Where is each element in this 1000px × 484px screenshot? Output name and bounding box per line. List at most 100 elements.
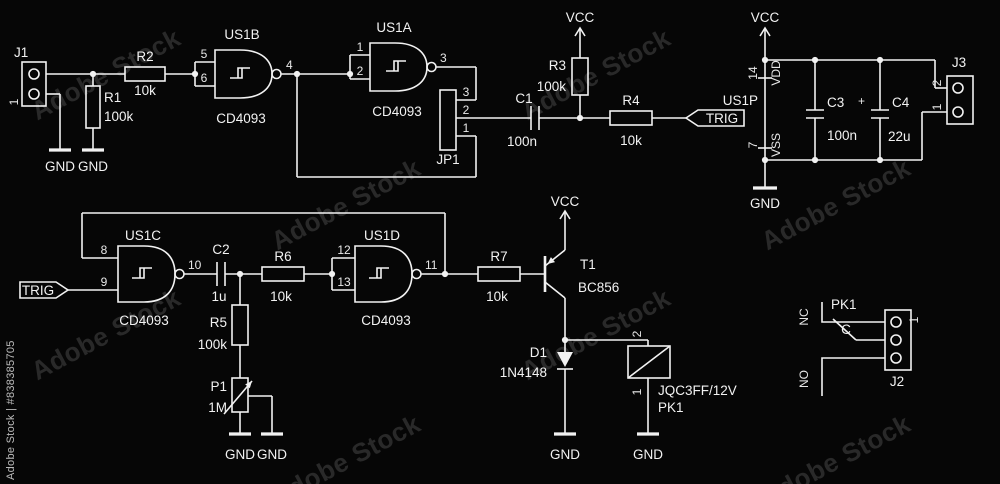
potentiometer-p1: P1 1M (208, 377, 253, 415)
junction-dot (761, 156, 769, 164)
label-r6-ref: R6 (274, 249, 291, 264)
connector-pin (28, 88, 40, 100)
label-c4-ref: C4 (892, 95, 910, 110)
resistor-r3: R3 100k (537, 57, 589, 96)
label-j2-pin1: 1 (907, 316, 921, 323)
label-r7-value: 10k (486, 289, 508, 304)
connector-pin (28, 68, 40, 80)
watermark-credit: Adobe Stock | #838385705 (5, 340, 17, 480)
label-us1d-pin12: 12 (337, 243, 351, 257)
label-r1-value: 100k (104, 109, 134, 124)
connector-j1: J1 1 (7, 45, 47, 107)
nand-gate-us1a: US1A CD4093 1 2 3 (357, 20, 447, 119)
gnd-symbol: GND (750, 186, 780, 211)
wire (821, 357, 885, 396)
label-gnd: GND (257, 447, 287, 462)
label-jp1-pin3: 3 (463, 85, 470, 99)
inverter-bubble (271, 68, 282, 80)
label-j3-pin2: 2 (930, 79, 944, 86)
ic-power-us1p: 14 VDD US1P 7 VSS (723, 60, 783, 157)
connector-body (884, 309, 912, 371)
wire (821, 302, 885, 323)
label-j3-ref: J3 (952, 55, 966, 70)
emitter-arrowhead (547, 257, 555, 264)
label-gnd: GND (225, 447, 255, 462)
relay-coil-pk1: 2 1 JQC3FF/12V PK1 (627, 330, 737, 415)
label-vcc: VCC (566, 10, 595, 25)
resistor-r7: R7 10k (477, 249, 521, 304)
gate-body (354, 245, 413, 303)
label-us1p-pin7: 7 (746, 141, 760, 148)
label-us1b-pin6: 6 (201, 71, 208, 85)
resistor-r6: R6 10k (261, 249, 305, 304)
nand-gate-us1c: US1C CD4093 8 9 10 (101, 228, 202, 328)
connector-j3: J3 2 1 (930, 55, 974, 125)
gnd-symbol: GND (550, 432, 580, 462)
wire (832, 318, 857, 341)
relay-contacts-pk1: PK1 NC C NO (797, 297, 857, 388)
connector-pin (952, 82, 964, 94)
vcc-symbol: VCC (551, 194, 579, 220)
vcc-arrow-icon (574, 26, 586, 37)
label-r2-ref: R2 (136, 49, 153, 64)
label-c4-polarity: + (858, 94, 865, 108)
capacitor-c1: C1 100n (507, 91, 540, 149)
label-contact-no: NO (797, 370, 811, 388)
watermark-text: Adobe Stock (756, 152, 915, 256)
label-r5-ref: R5 (210, 315, 227, 330)
label-us1p-vss: VSS (769, 133, 783, 157)
nand-gate-us1b: US1B CD4093 5 6 4 (201, 27, 293, 126)
label-us1d-pin11: 11 (425, 258, 438, 272)
junction-dot (236, 270, 244, 278)
label-p1-ref: P1 (210, 379, 227, 394)
inverter-bubble (426, 61, 437, 73)
wiper-arrowhead (245, 381, 252, 389)
connector-body (21, 61, 47, 107)
resistor-body (571, 57, 589, 96)
junction-dot (561, 336, 569, 344)
jumper-body (439, 89, 457, 151)
vcc-arrow-icon (759, 26, 771, 37)
connector-body (946, 75, 974, 125)
label-gnd: GND (633, 447, 663, 462)
label-c3-value: 100n (827, 128, 857, 143)
label-j2-ref: J2 (890, 374, 904, 389)
connector-pin (952, 106, 964, 118)
label-relay-pin2: 2 (630, 330, 644, 337)
label-us1a-part: CD4093 (372, 104, 422, 119)
gnd-symbol: GND (257, 432, 287, 462)
label-gnd: GND (550, 447, 580, 462)
label-r3-ref: R3 (549, 58, 566, 73)
capacitor-c4: + C4 22u (858, 94, 911, 144)
junction-dot (191, 70, 199, 78)
connector-pin (890, 316, 902, 328)
label-r7-ref: R7 (490, 249, 507, 264)
relay-coil-body (627, 345, 671, 379)
label-us1c-pin9: 9 (101, 275, 108, 289)
schmitt-hysteresis-icon (369, 267, 389, 279)
resistor-body (231, 304, 249, 346)
net-flag-trig-out: TRIG (684, 109, 745, 127)
connector-pin (890, 352, 902, 364)
net-flag-trig-in: TRIG (19, 281, 70, 299)
resistor-r2: R2 10k (124, 49, 166, 98)
net-flag-shape (684, 109, 745, 127)
label-p1-value: 1M (208, 400, 227, 415)
junction-dots (89, 56, 884, 344)
watermark-text: Adobe Stock (516, 282, 675, 386)
wiper-arrow (223, 380, 253, 415)
watermark-text: Adobe Stock (756, 408, 915, 484)
label-us1c-pin10: 10 (188, 258, 202, 272)
connector-pin (890, 334, 902, 346)
label-t1-ref: T1 (580, 257, 596, 272)
schmitt-hysteresis-icon (386, 60, 406, 72)
label-us1c-part: CD4093 (119, 313, 169, 328)
potentiometer-body (231, 377, 249, 413)
label-c1-ref: C1 (515, 91, 532, 106)
label-j1-ref: J1 (14, 45, 28, 60)
label-contacts-ref: PK1 (831, 297, 857, 312)
label-r2-value: 10k (134, 83, 156, 98)
label-d1-ref: D1 (530, 345, 547, 360)
label-c4-value: 22u (888, 129, 911, 144)
transistor-collector (544, 281, 566, 299)
